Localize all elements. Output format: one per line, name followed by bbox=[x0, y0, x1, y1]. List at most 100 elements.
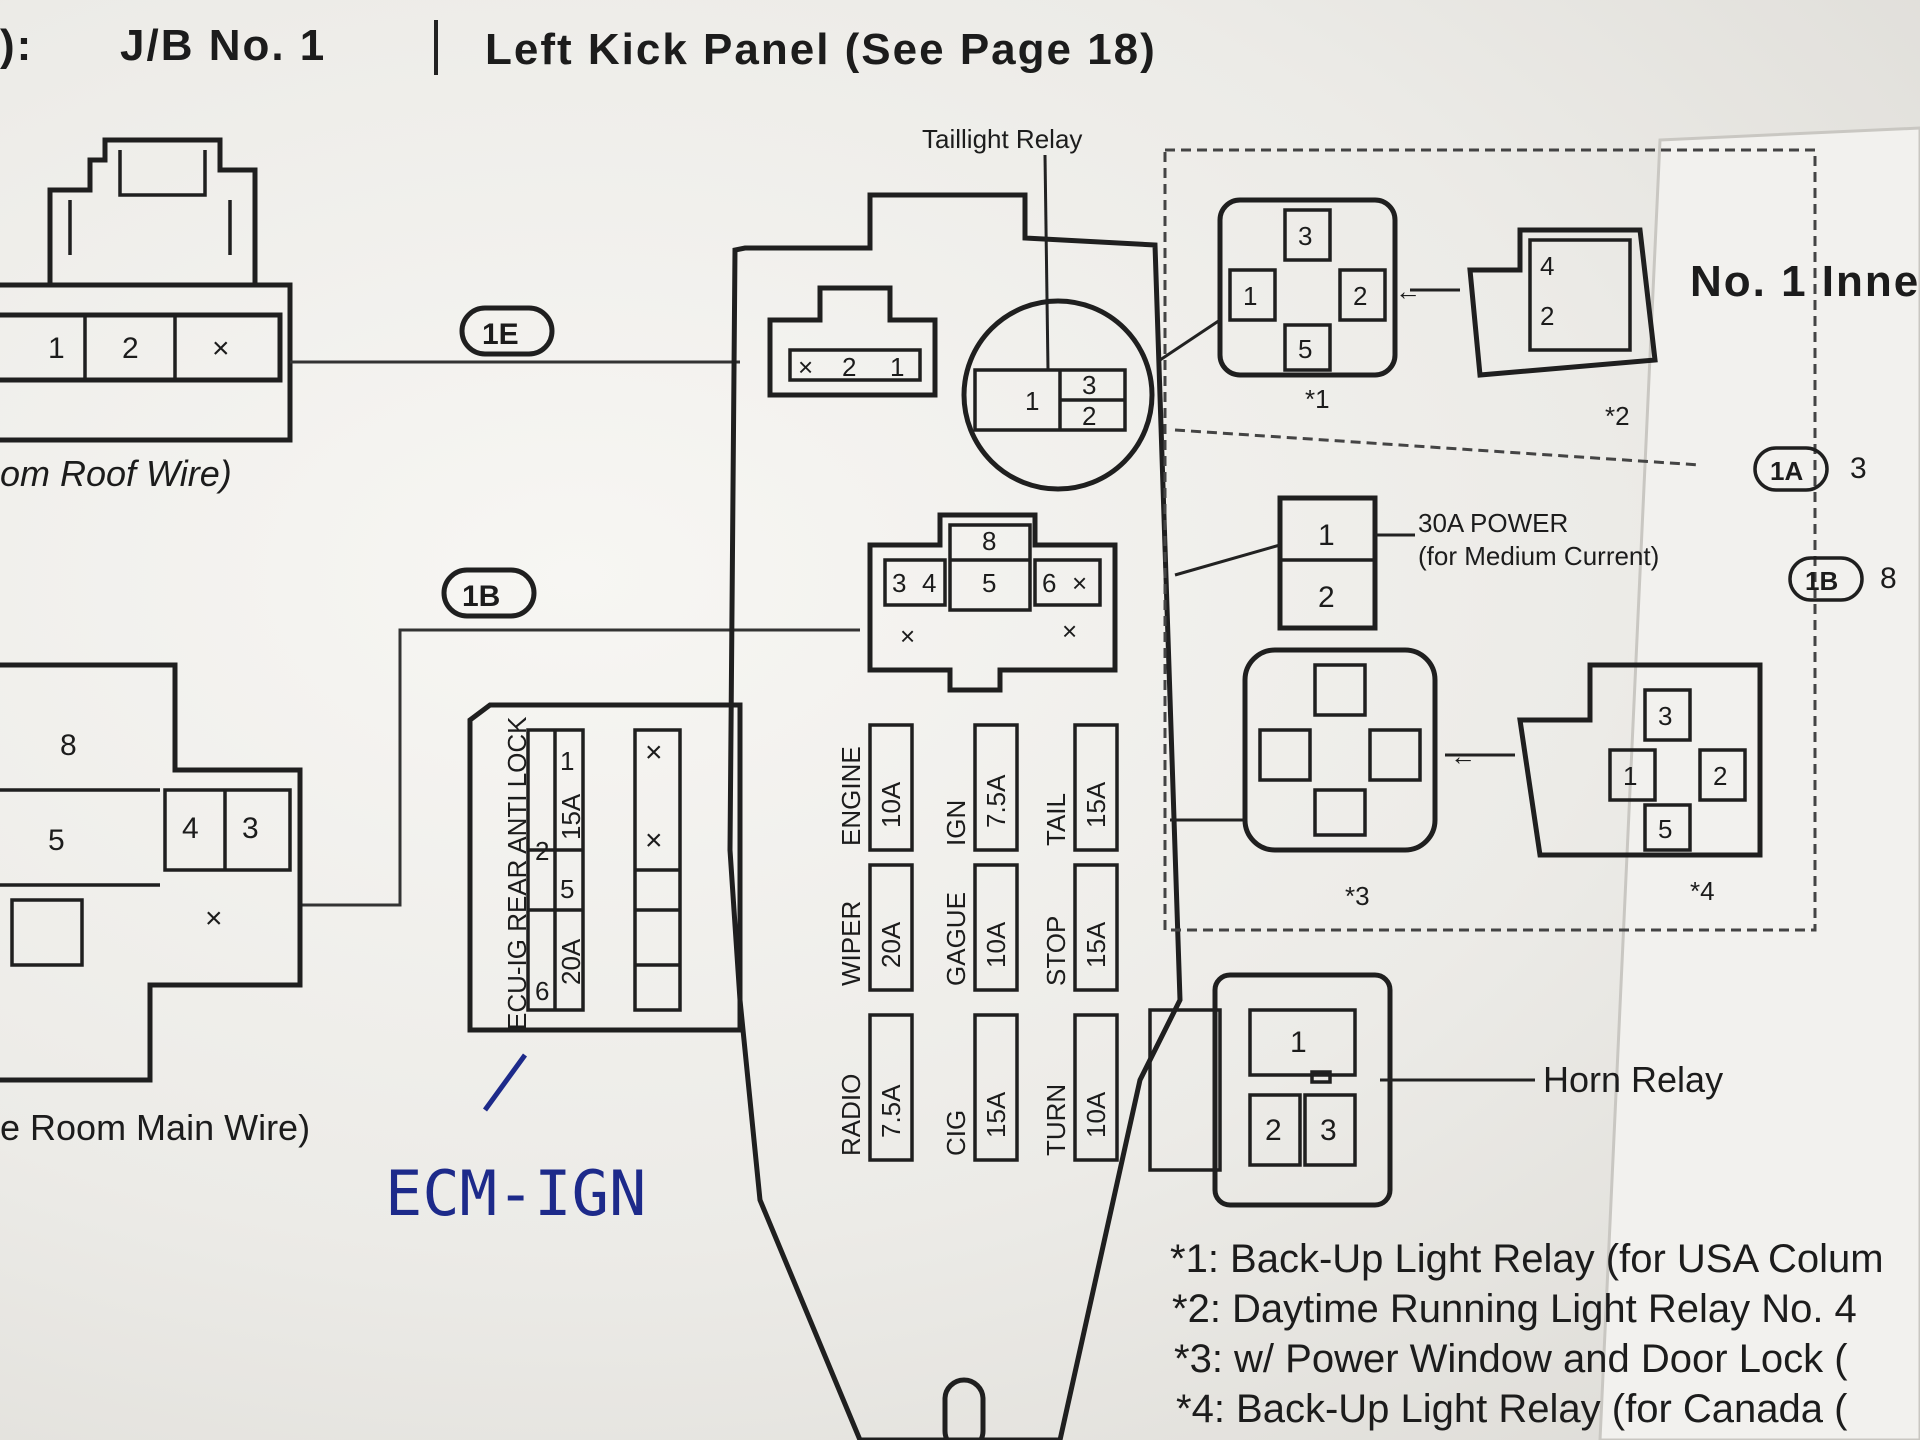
roof-pin-1: 1 bbox=[48, 332, 65, 365]
mid-pin-6: 6 bbox=[1042, 568, 1056, 598]
header: ): J/B No. 1 Left Kick Panel (See Page 1… bbox=[0, 20, 1157, 75]
r4-pin-3: 3 bbox=[1658, 701, 1672, 731]
mid-pin-8: 8 bbox=[982, 526, 996, 556]
fuse-slot bbox=[973, 1013, 1019, 1162]
junction-block-body bbox=[727, 192, 1183, 1440]
small-pin-1: 1 bbox=[890, 352, 904, 382]
right-page-title: No. 1 Inne bbox=[1690, 257, 1920, 306]
fuse-name-turn: TURN bbox=[1041, 1084, 1071, 1156]
fuse-name-engine: ENGINE bbox=[836, 746, 866, 846]
r1-pin-2: 2 bbox=[1353, 281, 1367, 311]
mount-slot bbox=[942, 1377, 986, 1440]
power-pin-2: 2 bbox=[1318, 581, 1335, 614]
r2-tag: *2 bbox=[1605, 401, 1630, 431]
main-wire-label: e Room Main Wire) bbox=[0, 1107, 310, 1148]
fuse-slot bbox=[1073, 723, 1119, 852]
horn-pin-2: 2 bbox=[1265, 1114, 1282, 1147]
mid-pin-3: 3 bbox=[892, 568, 906, 598]
header-location: Left Kick Panel (See Page 18) bbox=[485, 25, 1157, 74]
r4-tag: *4 bbox=[1690, 876, 1715, 906]
mid-pin-x1: × bbox=[1072, 568, 1087, 598]
r1-tag: *1 bbox=[1305, 384, 1330, 414]
main-pin-8: 8 bbox=[60, 729, 77, 762]
taillight-pin-1: 1 bbox=[1025, 386, 1039, 416]
fuse-slot bbox=[1073, 863, 1119, 992]
left-fuse-1-slot: 2 bbox=[535, 836, 549, 866]
fuse-slot bbox=[973, 863, 1019, 992]
horn-relay-label: Horn Relay bbox=[1543, 1059, 1723, 1100]
fuse-rating-tail: 15A bbox=[1081, 781, 1111, 828]
fuse-grid: ENGINE 10A WIPER 20A RADIO 7.5A IGN 7.5A GAGUE 10… bbox=[836, 723, 1119, 1162]
relay-1: 3 1 2 5 *1 bbox=[1159, 197, 1398, 414]
fuse-slot bbox=[868, 723, 914, 852]
middle-connector: 8 3 4 5 6 × × × bbox=[867, 512, 1118, 693]
left-fuse-1-pos: 1 bbox=[560, 746, 574, 776]
power-30a-label: 30A POWER bbox=[1418, 508, 1568, 538]
roof-pin-3: × bbox=[212, 332, 230, 365]
fuse-slot bbox=[1073, 1013, 1119, 1162]
left-fuse-2-rating: 20A bbox=[556, 938, 586, 985]
fuse-name-stop: STOP bbox=[1041, 916, 1071, 986]
fuse-slot bbox=[868, 863, 914, 992]
connector-1b-right-label: 1B bbox=[1805, 566, 1838, 596]
connector-1a-right-label: 1A bbox=[1770, 456, 1803, 486]
mid-pin-x3: × bbox=[1062, 616, 1077, 646]
fuse-name-gague: GAGUE bbox=[941, 892, 971, 986]
fuse-rating-radio: 7.5A bbox=[876, 1084, 906, 1138]
roof-pin-2: 2 bbox=[122, 332, 139, 365]
roof-wire-label: om Roof Wire) bbox=[0, 453, 232, 494]
footnotes: *1: Back-Up Light Relay (for USA Colum *… bbox=[1170, 1237, 1884, 1431]
fuse-rating-gague: 10A bbox=[981, 921, 1011, 968]
main-pin-5: 5 bbox=[48, 824, 65, 857]
fuse-name-cig: CIG bbox=[941, 1110, 971, 1156]
fuse-name-wiper: WIPER bbox=[836, 901, 866, 986]
top-small-connector: × 2 1 bbox=[767, 285, 938, 398]
handwritten-note: ECM-IGN bbox=[385, 1157, 646, 1230]
left-blank-x2: × bbox=[645, 824, 663, 857]
connector-tag-1b-right bbox=[1788, 556, 1864, 602]
taillight-relay: Taillight Relay 1 3 2 bbox=[922, 124, 1155, 492]
footnote-3: *3: w/ Power Window and Door Lock ( bbox=[1174, 1337, 1848, 1381]
power-pin-1: 1 bbox=[1318, 519, 1335, 552]
fuse-slot bbox=[868, 1013, 914, 1162]
r2-pin-4: 4 bbox=[1540, 251, 1554, 281]
left-fuse-block: ECU-IG REAR ANTI LOCK 1 15A 2 5 20A 6 × … bbox=[467, 702, 743, 1033]
horn-pin-3: 3 bbox=[1320, 1114, 1337, 1147]
r1-pin-5: 5 bbox=[1298, 334, 1312, 364]
relay-3: *3 bbox=[1170, 647, 1438, 911]
fuse-name-tail: TAIL bbox=[1041, 793, 1071, 846]
left-fuse-1-rating: 15A bbox=[556, 793, 586, 840]
r2-pin-2: 2 bbox=[1540, 301, 1554, 331]
fuse-name-radio: RADIO bbox=[836, 1074, 866, 1156]
r4-pin-1: 1 bbox=[1623, 761, 1637, 791]
r2-arrow-icon: ← bbox=[1395, 276, 1421, 306]
optional-relay-area bbox=[1163, 148, 1817, 932]
main-pin-x: × bbox=[205, 902, 223, 935]
svg-text:):: ): bbox=[0, 21, 33, 70]
fuse-rating-stop: 15A bbox=[1081, 921, 1111, 968]
fuse-rating-ign: 7.5A bbox=[981, 774, 1011, 828]
taillight-pin-2: 2 bbox=[1082, 401, 1096, 431]
connector-tag-1b bbox=[441, 567, 537, 619]
fuse-rating-engine: 10A bbox=[876, 781, 906, 828]
mid-pin-5: 5 bbox=[982, 568, 996, 598]
connector-1b-label: 1B bbox=[462, 580, 500, 613]
fuse-rating-cig: 15A bbox=[981, 1091, 1011, 1138]
connector-1a-right-pin: 3 bbox=[1850, 452, 1867, 485]
connector-tag-1e bbox=[459, 305, 555, 357]
main-wire-connector: 8 5 4 3 × e Room Main Wire) bbox=[0, 662, 310, 1148]
mid-pin-4: 4 bbox=[922, 568, 936, 598]
fuse-rating-wiper: 20A bbox=[876, 921, 906, 968]
header-prefix: J/B No. 1 bbox=[120, 21, 326, 70]
roof-wire-connector: 1 2 × om Roof Wire) bbox=[0, 137, 293, 494]
left-fuse-2-pos: 5 bbox=[560, 874, 574, 904]
mid-pin-x2: × bbox=[900, 621, 915, 651]
fuse-name-ign: IGN bbox=[941, 800, 971, 846]
r4-pin-5: 5 bbox=[1658, 814, 1672, 844]
footnote-4: *4: Back-Up Light Relay (for Canada ( bbox=[1176, 1387, 1848, 1431]
r1-pin-3: 3 bbox=[1298, 221, 1312, 251]
r1-pin-1: 1 bbox=[1243, 281, 1257, 311]
taillight-relay-label: Taillight Relay bbox=[922, 124, 1082, 154]
